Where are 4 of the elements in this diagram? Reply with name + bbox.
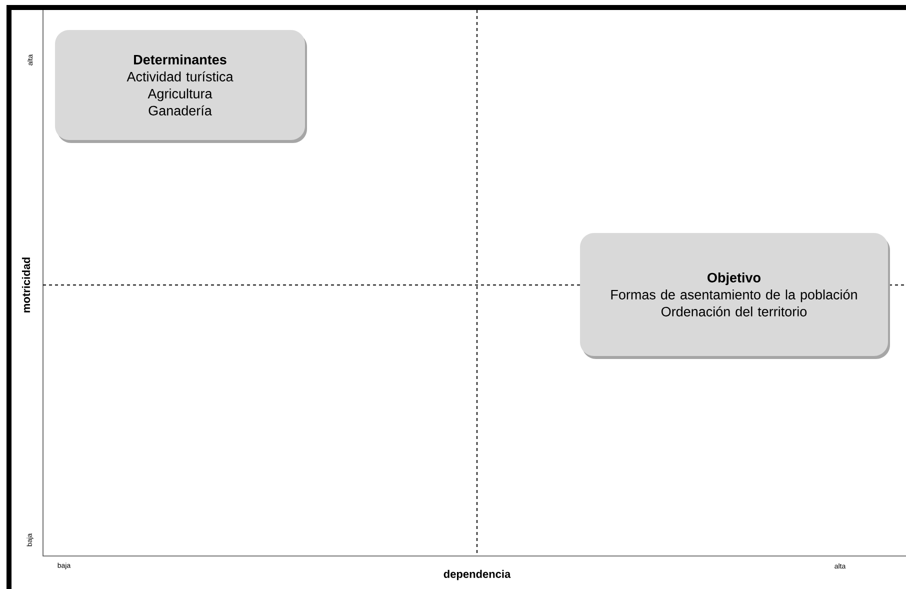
rounded-box: Determinantes Actividad turística Agricultura Ganadería [55, 30, 307, 143]
rounded-box: Objetivo Formas de asentamiento de la población Ordenación del territorio [580, 233, 890, 359]
axis-title: motricidad [22, 258, 30, 312]
axis-title: dependencia [444, 570, 511, 580]
